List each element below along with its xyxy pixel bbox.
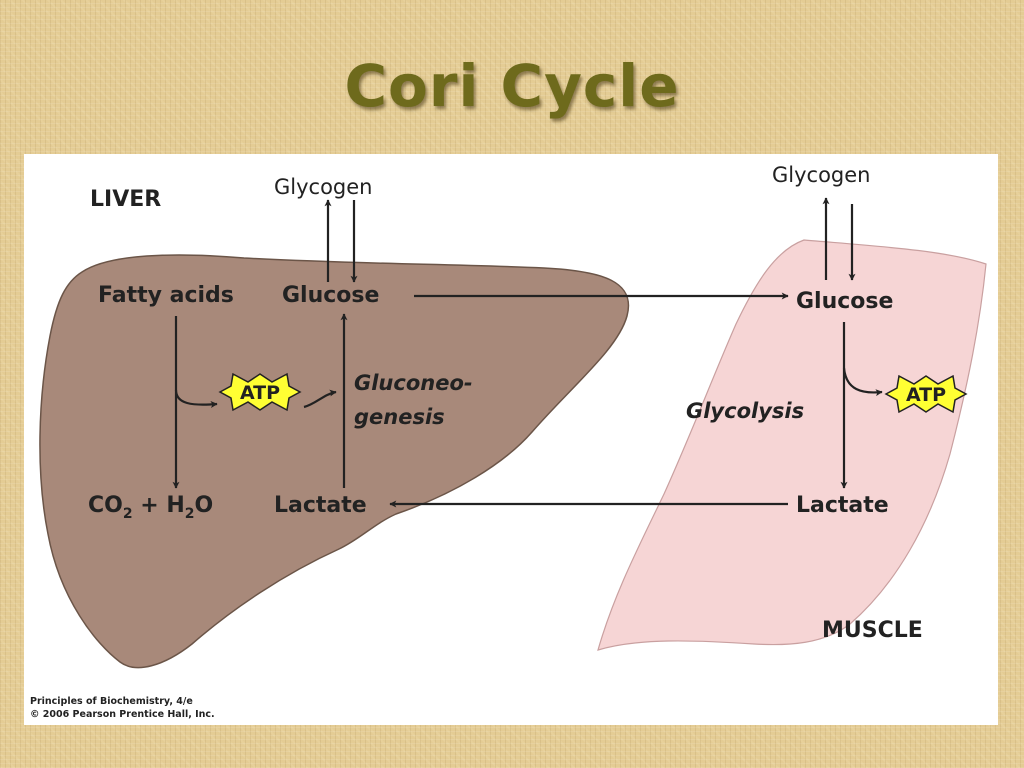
glycolysis-label: Glycolysis [686, 399, 804, 423]
fatty-acids-to-atp-arrow [174, 389, 218, 408]
liver-glycogen-label: Glycogen [274, 175, 373, 199]
figure-panel: LIVER Glycogen Fatty acids Glucose Gluco… [24, 154, 998, 725]
muscle-glucose-label: Glucose [796, 289, 893, 314]
gluconeogenesis-line1: Gluconeo- [354, 371, 473, 395]
atp-to-gluconeogenesis-arrow [303, 389, 337, 409]
muscle-atp-label: ATP [906, 384, 946, 406]
cori-cycle-diagram: LIVER Glycogen Fatty acids Glucose Gluco… [30, 163, 987, 720]
glycolysis-to-atp-arrow [842, 367, 883, 397]
muscle-shape [597, 239, 987, 651]
liver-atp-star [218, 372, 302, 412]
slide-title: Cori Cycle [344, 52, 680, 120]
credit-line1: Principles of Biochemistry, 4/e [30, 696, 193, 707]
liver-glucose-label: Glucose [282, 283, 379, 308]
liver-atp-label: ATP [240, 382, 280, 404]
liver-label: LIVER [90, 187, 161, 212]
fatty-acids-label: Fatty acids [98, 283, 234, 308]
liver-shape [39, 254, 630, 669]
muscle-label: MUSCLE [822, 618, 923, 643]
muscle-atp-star [884, 374, 968, 414]
liver-lactate-label: Lactate [274, 493, 367, 518]
credit-line2: © 2006 Pearson Prentice Hall, Inc. [30, 709, 215, 720]
muscle-glycogen-label: Glycogen [772, 163, 871, 187]
muscle-lactate-label: Lactate [796, 493, 889, 518]
gluconeogenesis-line2: genesis [354, 405, 445, 429]
co2-h2o-label: CO2 + H2O [88, 493, 213, 522]
